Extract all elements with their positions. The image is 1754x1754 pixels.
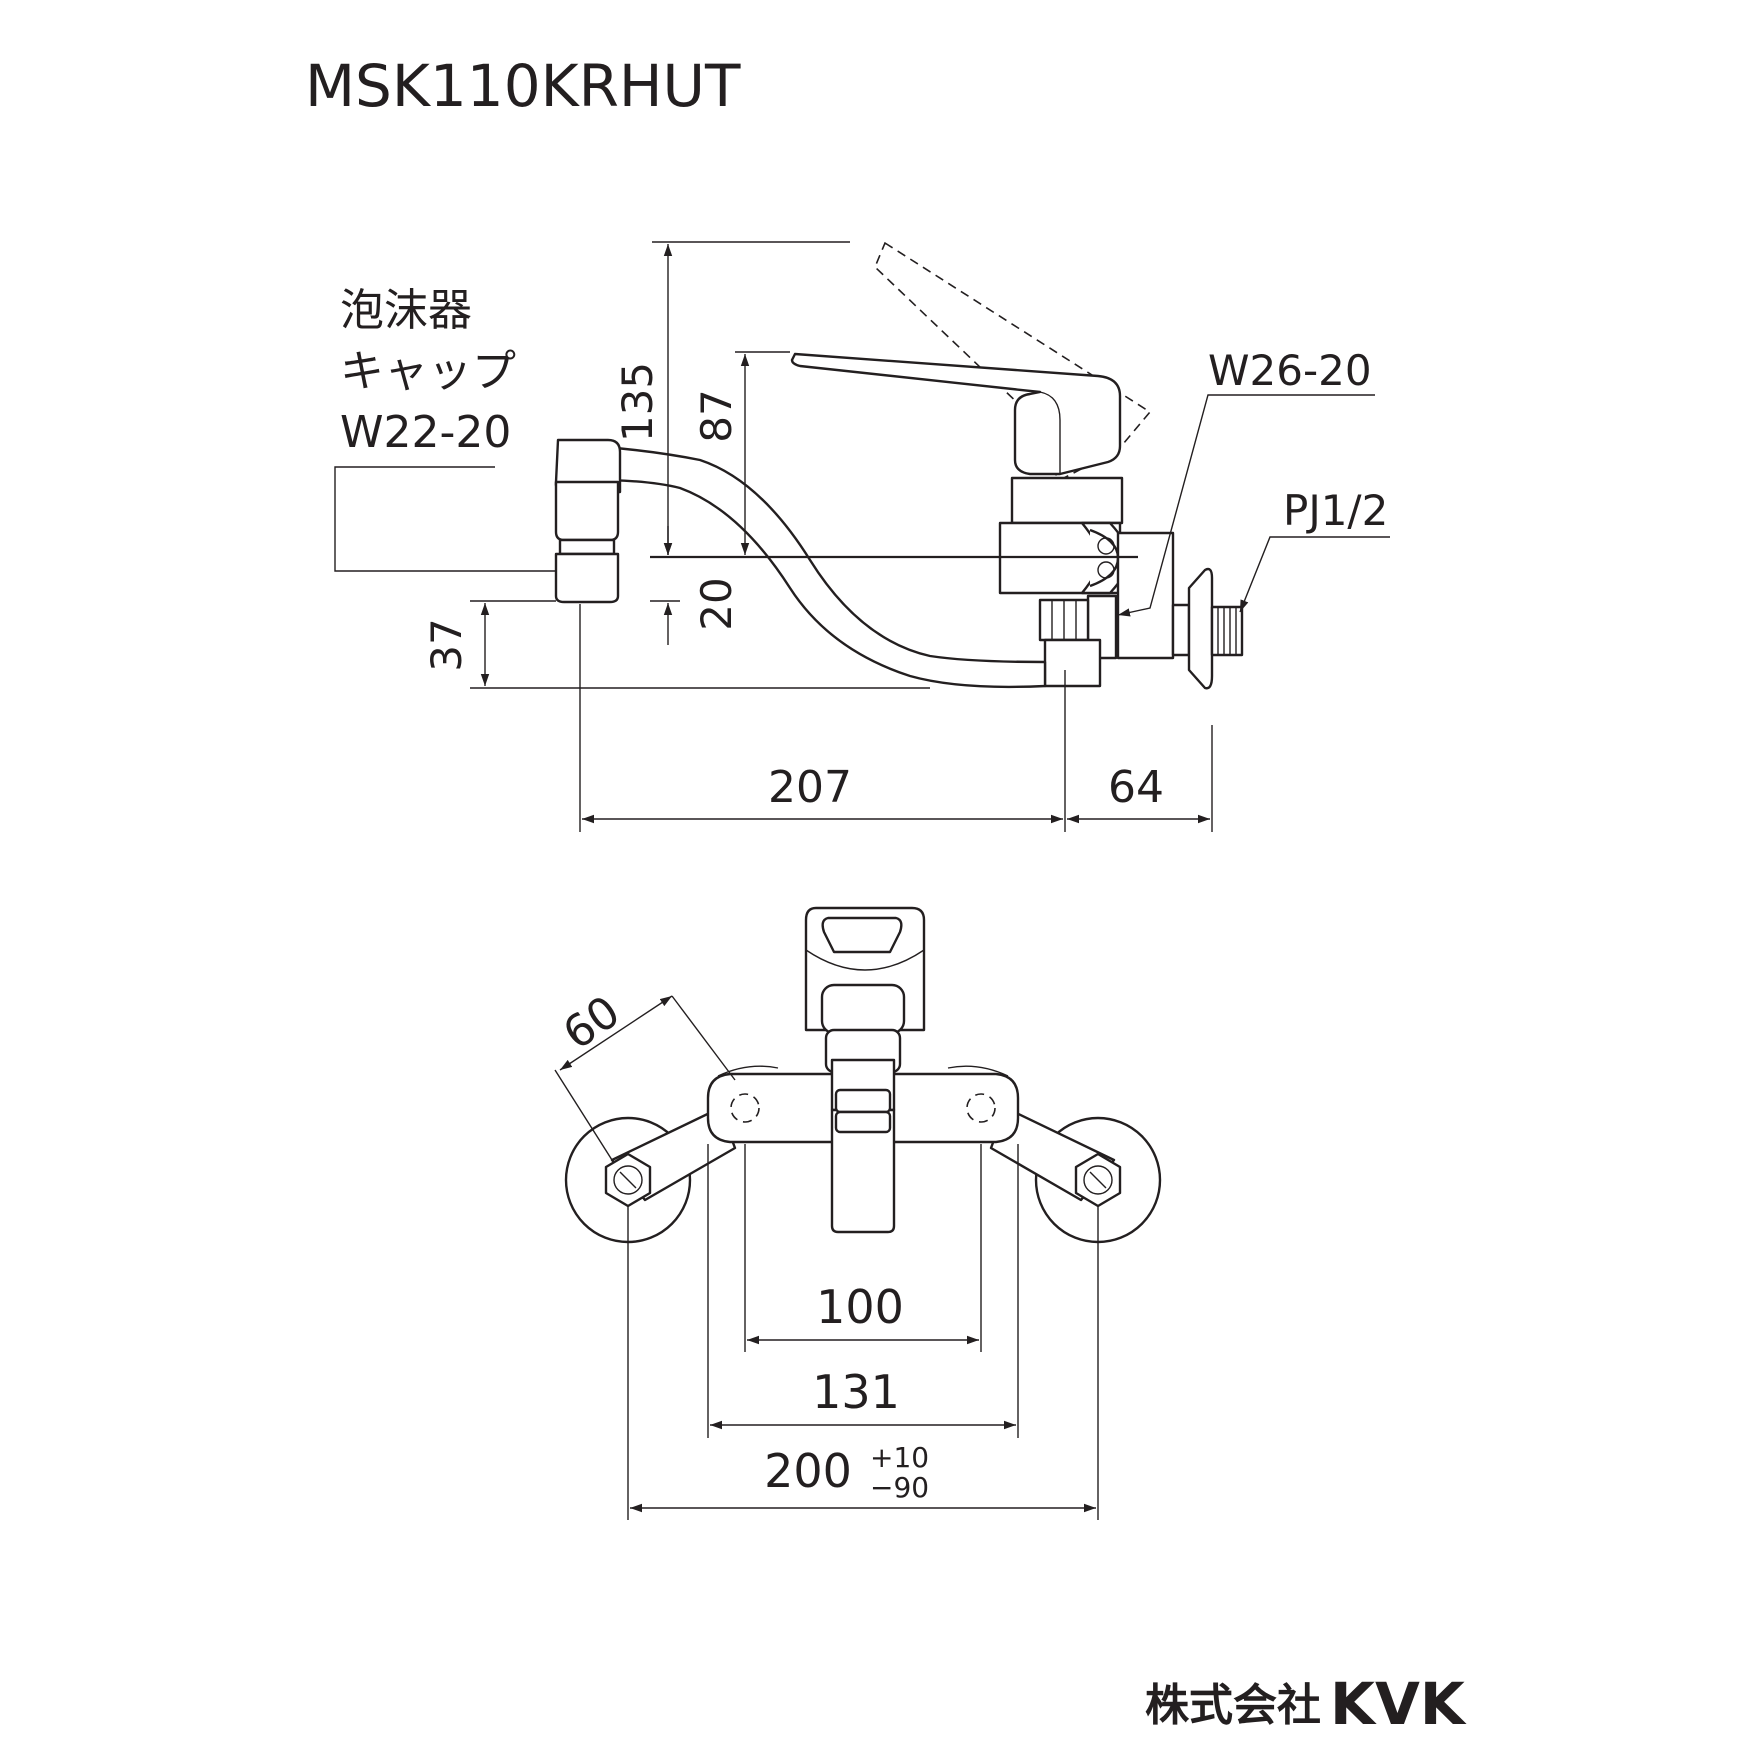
lever-window xyxy=(821,916,903,954)
lever-raised-outline xyxy=(874,241,1152,482)
dim-87: 87 xyxy=(692,389,741,442)
brand-name: KVK xyxy=(1330,1670,1467,1738)
dim-line-60 xyxy=(559,995,673,1071)
pj-thread xyxy=(1210,605,1244,657)
right-port-hidden xyxy=(966,1093,996,1123)
lever-handle xyxy=(790,352,1122,476)
valve-stem xyxy=(820,983,906,1035)
callout-w26: W26-20 xyxy=(1208,346,1372,395)
connector-body xyxy=(1116,531,1175,660)
spout xyxy=(558,442,1047,689)
front-view: 60 100 131 200 +10 −90 xyxy=(554,906,1162,1520)
model-number: MSK110KRHUT xyxy=(305,52,741,120)
callout-aerator-line2: キャップ xyxy=(340,346,516,397)
dim-207: 207 xyxy=(768,762,852,813)
aerator-ring xyxy=(558,538,616,556)
elbow-neck xyxy=(1171,603,1191,657)
callout-aerator-line3: W22-20 xyxy=(340,407,511,458)
callout-aerator-line1: 泡沫器 xyxy=(340,285,472,336)
aerator-cap xyxy=(554,552,620,604)
dim-131: 131 xyxy=(812,1365,900,1419)
lower-body xyxy=(1043,638,1102,688)
dim-20: 20 xyxy=(692,577,741,630)
dim-60: 60 xyxy=(554,986,629,1060)
dim-135: 135 xyxy=(613,362,662,442)
tolerance-minus: −90 xyxy=(870,1471,929,1504)
dim-200: 200 xyxy=(764,1444,852,1498)
spout-front xyxy=(830,1108,896,1234)
callout-pj-leader xyxy=(1239,536,1390,613)
dim-64: 64 xyxy=(1108,762,1164,813)
callout-pj: PJ1/2 xyxy=(1283,486,1388,535)
company-name: 株式会社 xyxy=(1145,1680,1321,1731)
dim-100: 100 xyxy=(816,1280,904,1334)
tolerance-plus: +10 xyxy=(870,1441,929,1474)
company-logo: 株式会社 KVK xyxy=(1145,1670,1467,1738)
wall-flange xyxy=(1187,567,1214,690)
valve-collar xyxy=(1010,476,1124,525)
dim-37: 37 xyxy=(422,618,471,671)
left-port-hidden xyxy=(730,1093,760,1123)
aerator-top xyxy=(554,480,620,542)
callout-aerator-leader xyxy=(334,466,556,572)
callout-w26-leader xyxy=(1117,394,1375,617)
side-view: 135 87 20 37 207 64 泡沫器 キャップ W22-20 W26-… xyxy=(334,241,1390,832)
